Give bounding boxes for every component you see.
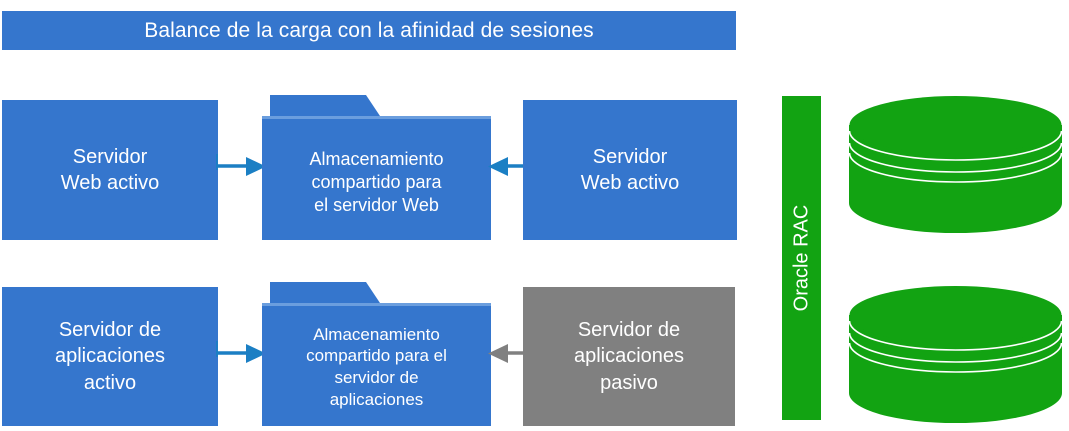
web-server-active-left-line2: Web activo xyxy=(60,172,160,194)
web-server-active-right-label: Servidor Web activo xyxy=(581,144,680,197)
database-icon xyxy=(848,96,1063,233)
web-server-active-right-line1: Servidor xyxy=(592,145,668,168)
oracle-rac-bar: Oracle RAC xyxy=(782,96,821,420)
arrow-app-left-to-storage xyxy=(216,339,266,369)
app-server-active-left-line1: Servidor de xyxy=(58,318,162,341)
app-server-active-left-line3: activo xyxy=(83,371,137,394)
page-title: Balance de la carga con la afinidad de s… xyxy=(144,18,594,42)
database-cylinder-bottom xyxy=(848,285,1063,423)
oracle-rac-label: Oracle RAC xyxy=(790,204,812,312)
web-server-active-left-line1: Servidor xyxy=(72,145,148,168)
shared-storage-web-line1: Almacenamiento xyxy=(309,148,444,169)
app-server-passive-right-line3: pasivo xyxy=(600,371,658,394)
shared-storage-app-line3: servidor de xyxy=(334,368,419,387)
web-server-active-left-label: Servidor Web activo xyxy=(61,144,160,197)
arrow-web-right-to-storage xyxy=(487,152,527,182)
app-server-active-left-line2: aplicaciones xyxy=(54,345,166,368)
shared-storage-app-line1: Almacenamiento xyxy=(313,324,440,344)
shared-storage-web-label: Almacenamiento compartido para el servid… xyxy=(262,125,491,240)
app-server-active-left: Servidor de aplicaciones activo xyxy=(2,287,218,426)
app-server-passive-right-label: Servidor de aplicaciones pasivo xyxy=(574,317,684,396)
app-server-passive-right-line2: aplicaciones xyxy=(573,345,685,368)
diagram-title-banner: Balance de la carga con la afinidad de s… xyxy=(2,11,736,50)
web-server-active-right-line2: Web activo xyxy=(580,172,680,194)
web-server-active-right: Servidor Web activo xyxy=(523,100,737,240)
web-server-active-left: Servidor Web activo xyxy=(2,100,218,240)
database-icon xyxy=(848,286,1063,423)
shared-storage-web-line3: el servidor Web xyxy=(314,195,439,216)
shared-storage-app-line2: compartido para el xyxy=(306,346,447,366)
shared-storage-web-folder: Almacenamiento compartido para el servid… xyxy=(262,93,491,240)
database-cylinder-top xyxy=(848,95,1063,233)
shared-storage-app-line4: aplicaciones xyxy=(329,389,424,409)
folder-icon xyxy=(262,95,491,240)
folder-icon xyxy=(262,282,491,426)
app-server-passive-right: Servidor de aplicaciones pasivo xyxy=(523,287,735,426)
shared-storage-app-folder: Almacenamiento compartido para el servid… xyxy=(262,280,491,426)
arrow-web-left-to-storage xyxy=(216,152,266,182)
shared-storage-web-line2: compartido para xyxy=(311,171,442,192)
shared-storage-app-label: Almacenamiento compartido para el servid… xyxy=(262,308,491,426)
app-server-active-left-label: Servidor de aplicaciones activo xyxy=(55,317,165,396)
arrow-app-right-to-storage xyxy=(487,339,527,369)
app-server-passive-right-line1: Servidor de xyxy=(577,318,681,341)
